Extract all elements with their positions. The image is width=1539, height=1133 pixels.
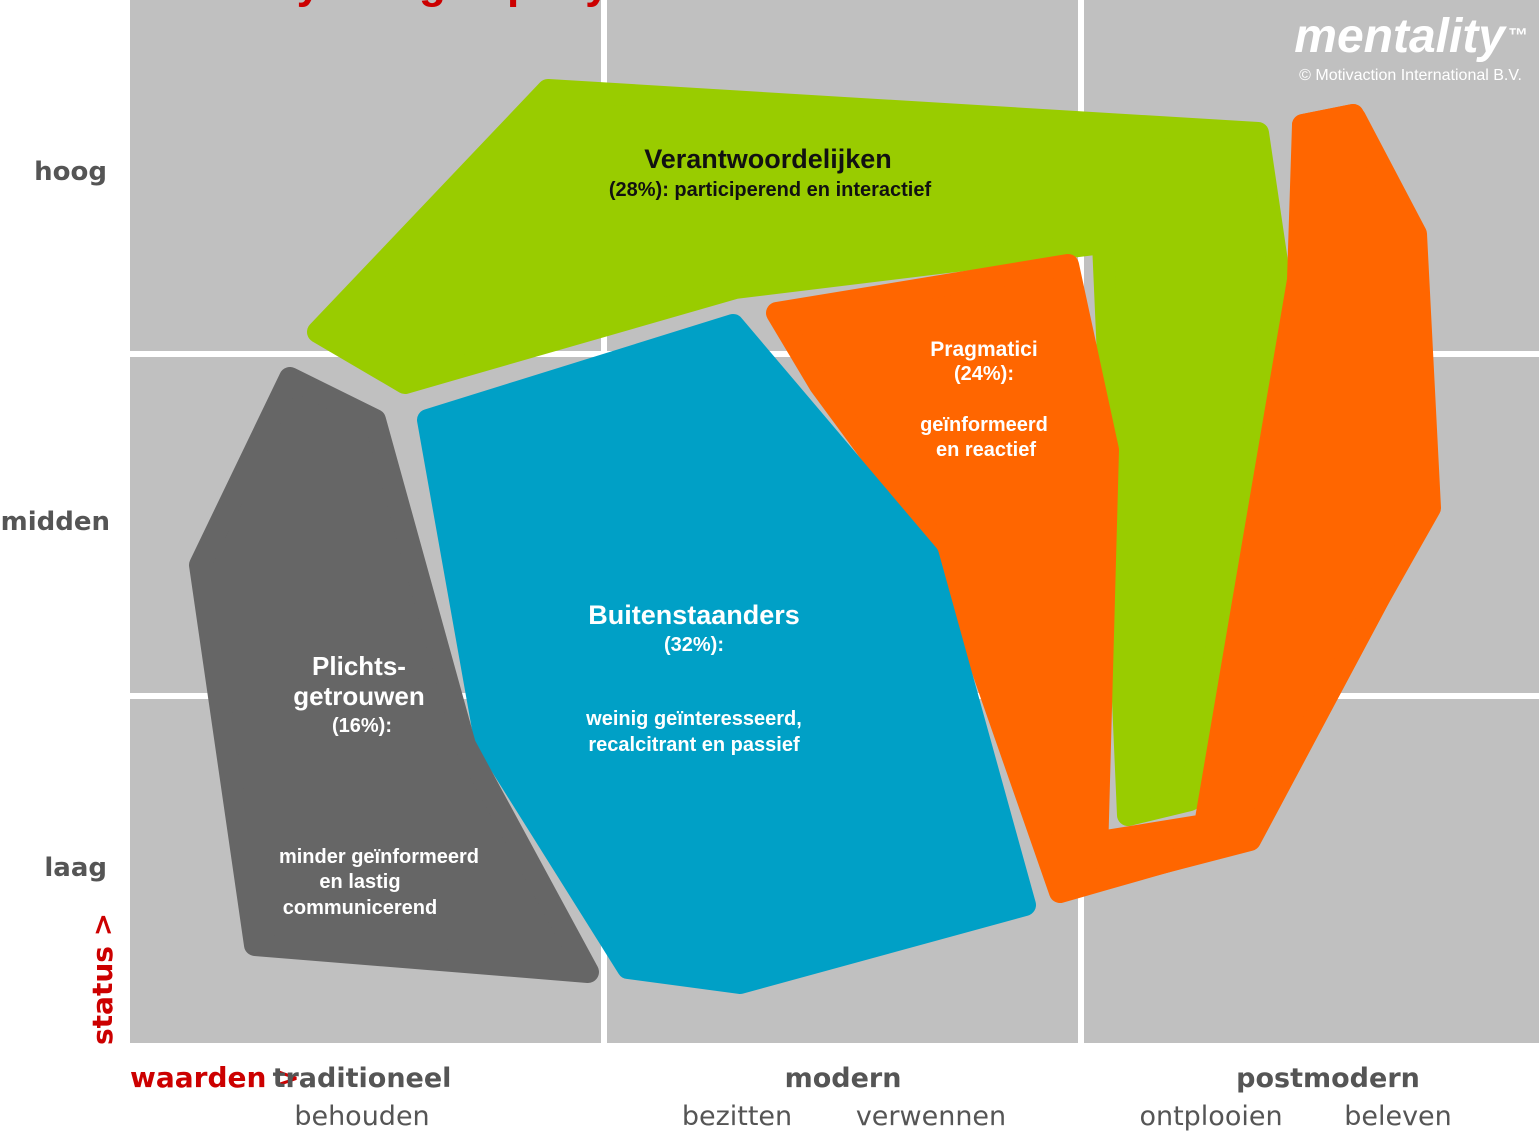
segment-title-pragmatici: Pragmatici [930,338,1037,361]
segment-text-plichtsgetrouwen: (16%): [332,715,392,737]
segment-text-buitenstaanders: (32%): [664,634,724,656]
segment-text-pragmatici: geïnformeerd [920,414,1048,436]
segment-text-verantwoordelijken: (28%): participerend en interactief [609,179,932,201]
segment-text-plichtsgetrouwen: communicerend [283,897,437,919]
column-sub-bezitten: bezitten [682,1101,792,1132]
copyright-text: © Motivaction International B.V. [1299,67,1522,84]
y-level-hoog: hoog [34,157,107,187]
segment-text-plichtsgetrouwen: minder geïnformeerd [279,846,479,868]
segment-text-buitenstaanders: recalcitrant en passief [588,734,800,756]
segment-shape-plichtsgetrouwen [189,367,599,983]
page-title-fragment: ...y ... ...g ... p...ty [260,0,610,8]
column-head-modern: modern [785,1063,902,1094]
segment-title-verantwoordelijken: Verantwoordelijken [644,144,892,174]
column-sub-verwennen: verwennen [856,1101,1006,1132]
y-level-laag: laag [44,853,107,883]
trademark-mark: ™ [1508,25,1528,47]
column-head-postmodern: postmodern [1236,1063,1420,1094]
brand-logo: mentality [1294,10,1507,63]
segment-text-plichtsgetrouwen: en lastig [319,871,400,893]
segment-shape-verantwoordelijken [307,79,1291,826]
segment-text-buitenstaanders: weinig geïnteresseerd, [585,708,802,730]
y-axis-label: status > [86,913,119,1045]
segment-shape-pragmatici-band [1039,104,1437,899]
y-level-midden: midden [1,507,110,537]
segment-title-buitenstaanders: Buitenstaanders [588,600,800,630]
column-sub-behouden: behouden [294,1101,429,1132]
segment-title-plichtsgetrouwen: Plichts-getrouwen [293,651,424,711]
column-head-traditioneel: traditioneel [273,1063,452,1094]
segment-text-pragmatici: en reactief [936,439,1036,461]
column-sub-ontplooien: ontplooien [1139,1101,1282,1132]
segment-text-pragmatici: (24%): [954,363,1014,385]
x-axis-label: waarden > [130,1061,300,1094]
segment-shape-buitenstaanders [417,314,1036,994]
column-sub-beleven: beleven [1344,1101,1452,1132]
